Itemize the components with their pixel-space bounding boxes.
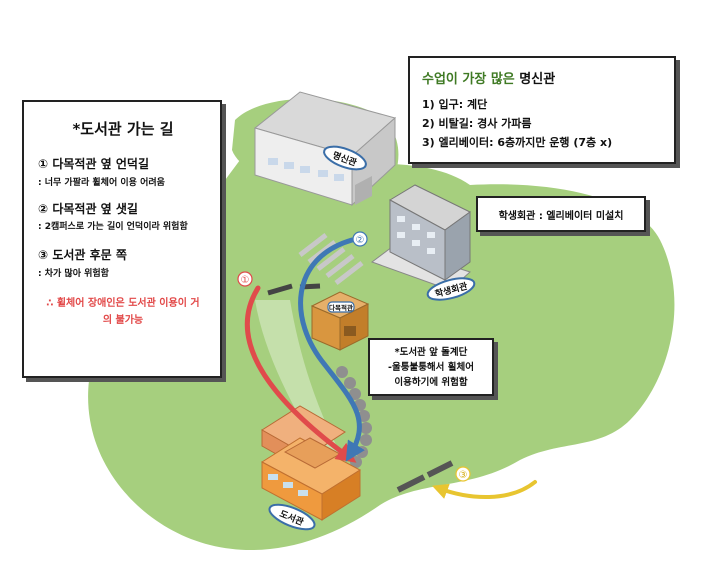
stone-steps-info-box: *도서관 앞 돌계단 -울퉁불퉁해서 휠체어 이용하기에 위험함 bbox=[368, 338, 494, 396]
myeongsin-line-2: 2) 비탈길: 경사 가파름 bbox=[422, 117, 532, 130]
route-3-desc: : 차가 많아 위험함 bbox=[38, 269, 109, 279]
myeongsin-info-box: 수업이 가장 많은 명신관 1) 입구: 계단 2) 비탈길: 경사 가파름 3… bbox=[408, 56, 676, 164]
crosswalk bbox=[298, 233, 364, 285]
route-1-head: ① 다목적관 옆 언덕길 bbox=[38, 157, 150, 171]
label-multipurpose: 다목적관 bbox=[327, 301, 355, 313]
route-2-marker: ② bbox=[352, 231, 368, 247]
route-2-arrow bbox=[298, 237, 365, 462]
student-hall-info-box: 학생회관 : 엘리베이터 미설치 bbox=[476, 196, 646, 232]
label-library: 도서관 bbox=[268, 503, 316, 531]
svg-text:다목적관: 다목적관 bbox=[329, 303, 353, 312]
route-2-head: ② 다목적관 옆 샛길 bbox=[38, 202, 138, 216]
stone-steps-line-3: 이용하기에 위험함 bbox=[394, 377, 468, 388]
stone-steps-line-1: *도서관 앞 돌계단 bbox=[394, 347, 468, 358]
building-student-hall bbox=[370, 184, 471, 291]
building-myeongsin bbox=[253, 91, 397, 207]
route-3-head: ③ 도서관 후문 쪽 bbox=[38, 248, 127, 262]
route-1-marker: ① bbox=[237, 271, 253, 287]
myeongsin-title-highlight: 수업이 가장 많은 bbox=[422, 72, 515, 87]
student-hall-info-text: 학생회관 : 엘리베이터 미설치 bbox=[498, 210, 624, 222]
route-2-desc: : 2캠퍼스로 가는 길이 언덕이라 위험함 bbox=[38, 222, 188, 232]
route-1-desc: : 너무 가팔라 휠체어 이용 어려움 bbox=[38, 178, 165, 188]
route-3-marker: ③ bbox=[455, 466, 471, 482]
myeongsin-title: 명신관 bbox=[514, 72, 556, 87]
svg-text:②: ② bbox=[356, 235, 365, 246]
building-library bbox=[261, 405, 361, 521]
route-2-item: ② 다목적관 옆 샛길 : 2캠퍼스로 가는 길이 언덕이라 위험함 bbox=[38, 200, 208, 234]
route-3-item: ③ 도서관 후문 쪽 : 차가 많아 위험함 bbox=[38, 246, 208, 279]
route-3-arrow bbox=[432, 480, 537, 500]
library-routes-box: *도서관 가는 길 ① 다목적관 옆 언덕길 : 너무 가팔라 휠체어 이용 어… bbox=[22, 100, 222, 378]
library-conclusion: ∴ 휠체어 장애인은 도서관 이용이 거의 불가능 bbox=[46, 298, 200, 326]
library-routes-title: *도서관 가는 길 bbox=[72, 120, 174, 138]
gate-right bbox=[396, 460, 454, 493]
route-1-item: ① 다목적관 옆 언덕길 : 너무 가팔라 휠체어 이용 어려움 bbox=[38, 155, 208, 188]
myeongsin-line-3: 3) 엘리베이터: 6층까지만 운행 (7층 x) bbox=[422, 136, 613, 149]
stone-steps-line-2: -울퉁불퉁해서 휠체어 bbox=[388, 362, 474, 373]
label-myeongsin: 명신관 bbox=[323, 145, 367, 171]
myeongsin-line-1: 1) 입구: 계단 bbox=[422, 98, 488, 111]
svg-text:③: ③ bbox=[459, 470, 468, 481]
route-1-arrow bbox=[244, 285, 357, 463]
svg-text:①: ① bbox=[241, 275, 250, 286]
label-student-hall: 학생회관 bbox=[426, 277, 476, 301]
